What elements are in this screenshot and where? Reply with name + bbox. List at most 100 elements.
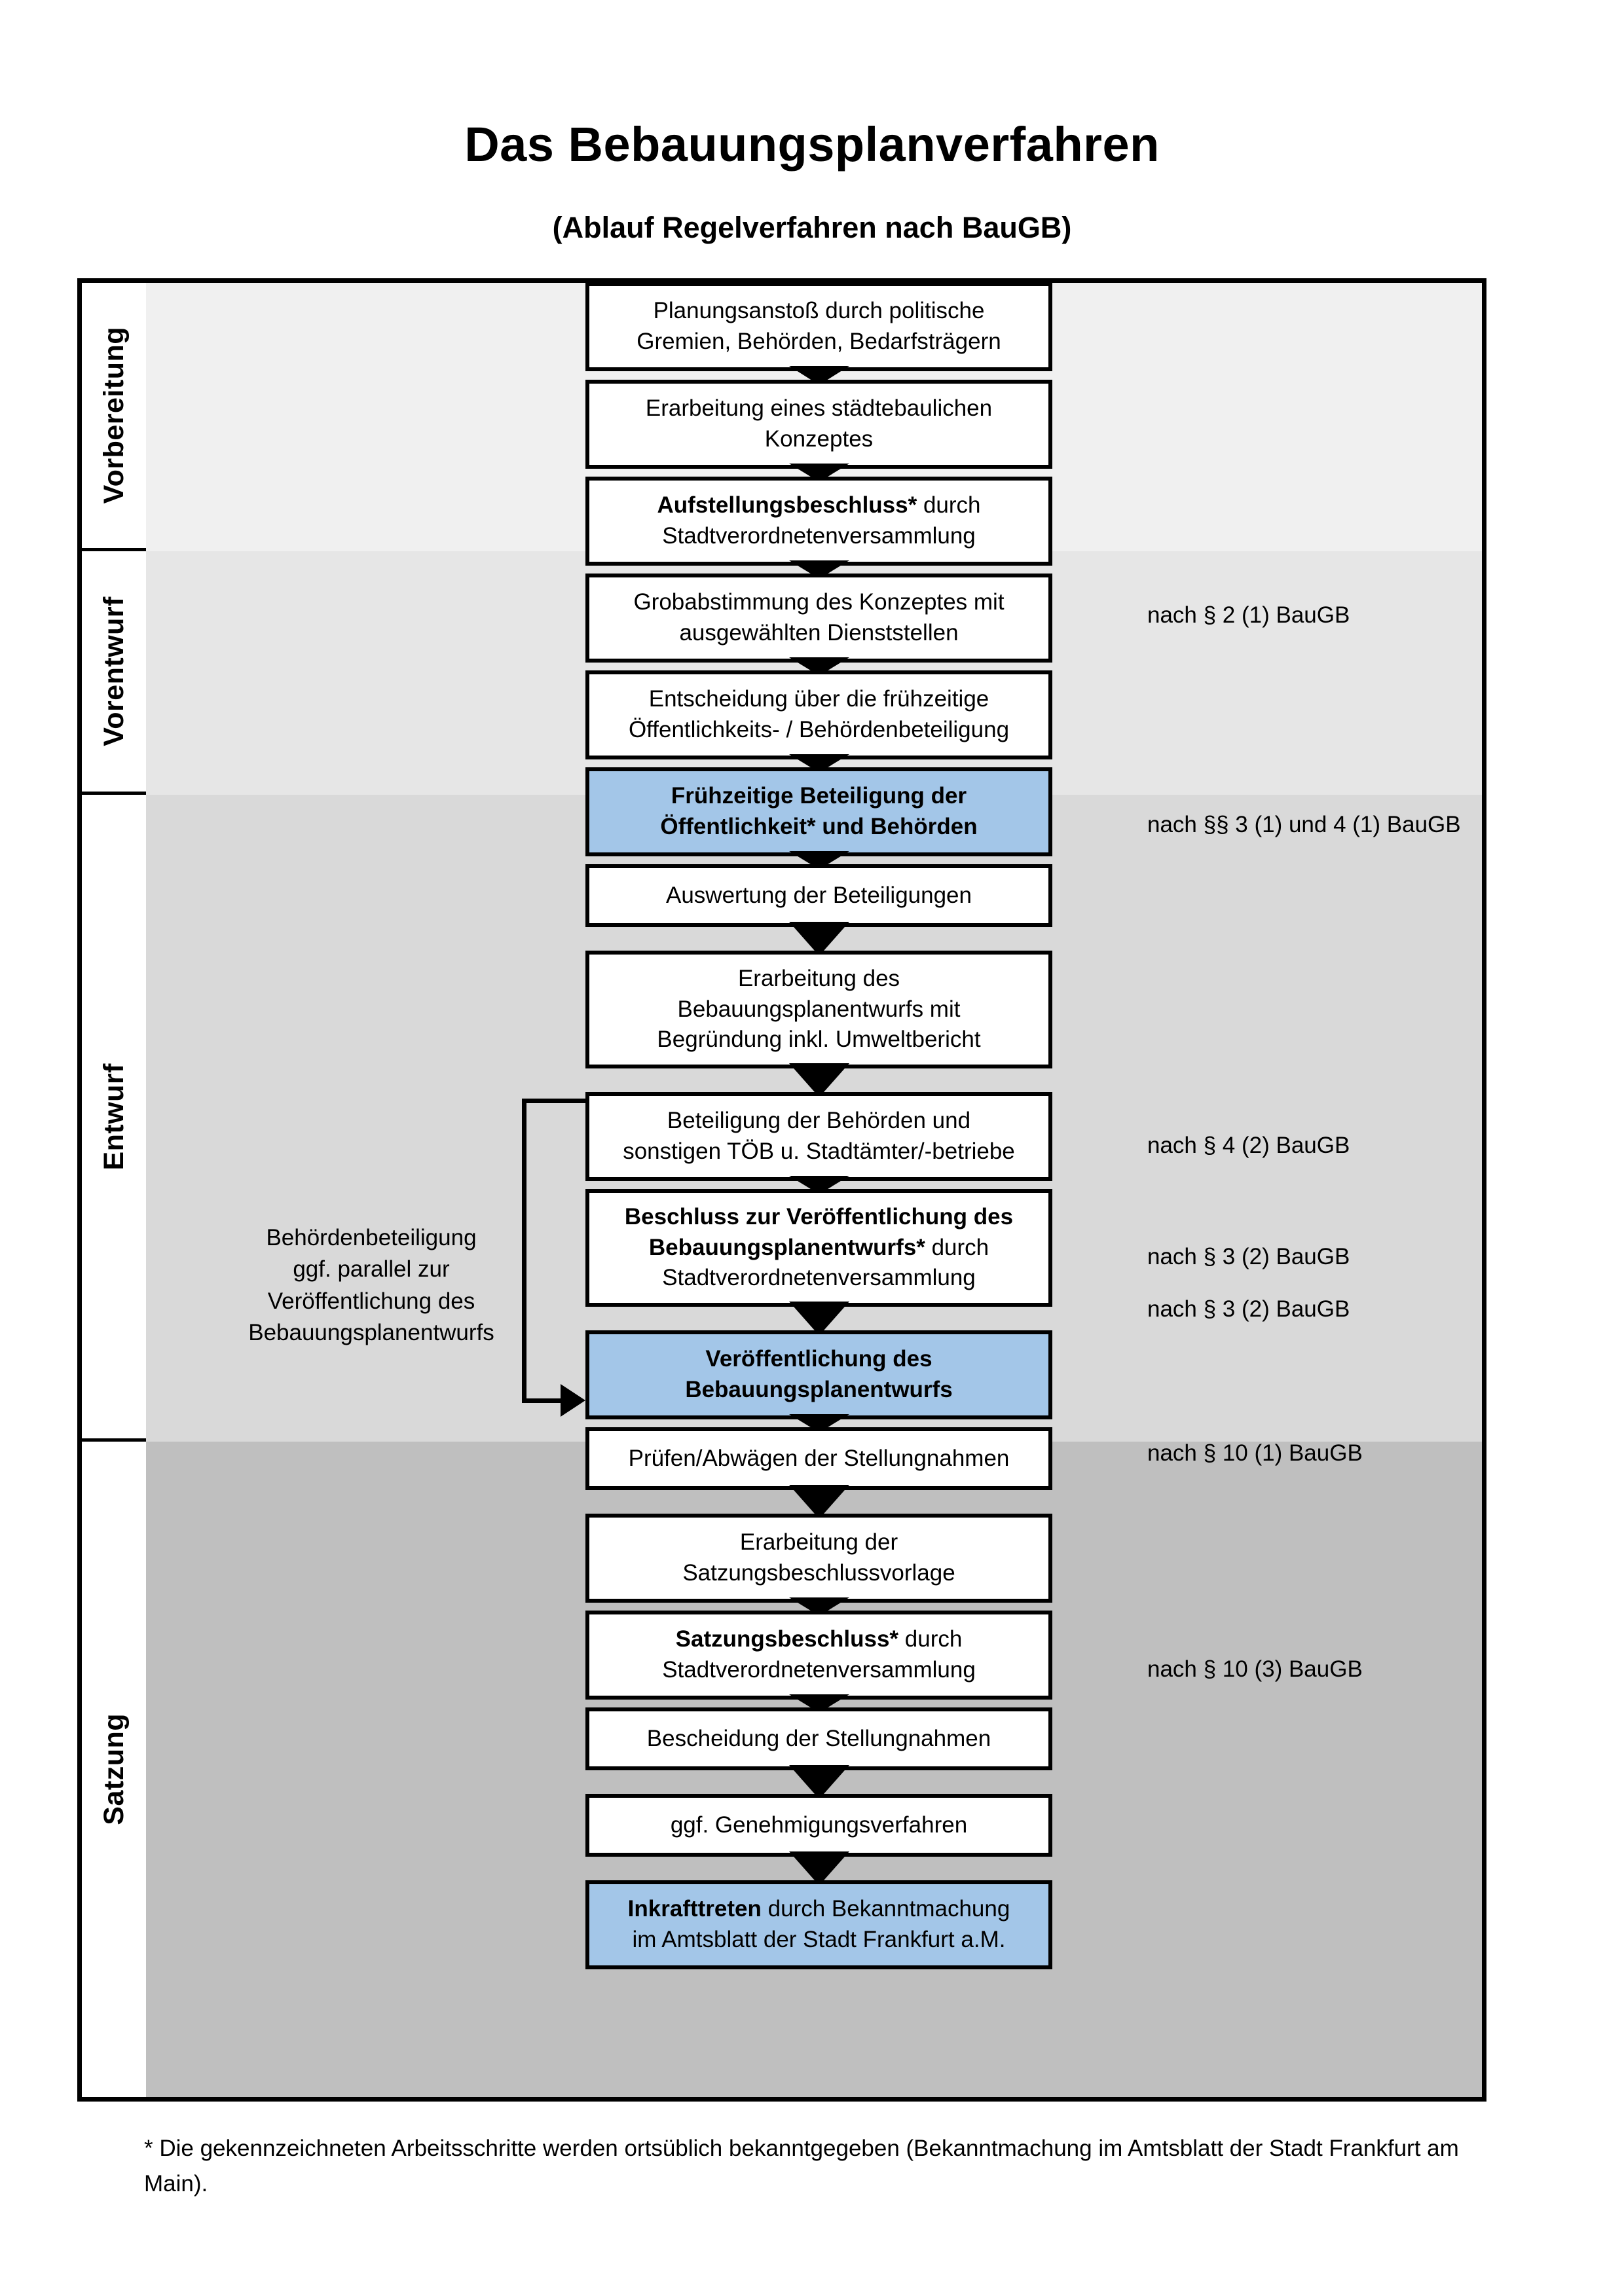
process-box-line: Auswertung der Beteiligungen	[666, 882, 972, 908]
process-box-line: Öffentlichkeits- / Behördenbeteiligung	[628, 717, 1010, 742]
side-note-line: Behördenbeteiligung	[266, 1225, 477, 1250]
process-box-text: Auswertung der Beteiligungen	[666, 881, 972, 911]
side-note-line: Bebauungsplanentwurfs	[248, 1319, 494, 1345]
process-box-text: Prüfen/Abwägen der Stellungnahmen	[629, 1444, 1010, 1474]
footnote: * Die gekennzeichneten Arbeitsschritte w…	[144, 2136, 1459, 2197]
process-box-line: Aufstellungsbeschluss* durch	[657, 492, 981, 519]
process-box-line: Beschluss zur Veröffentlichung des	[624, 1204, 1014, 1230]
process-box-line: Veröffentlichung des	[705, 1346, 932, 1372]
process-box-line: Begründung inkl. Umweltbericht	[657, 1027, 981, 1053]
phase-cell-satzung: Satzung	[82, 1442, 146, 2097]
legal-note-l2: nach §§ 3 (1) und 4 (1) BauGB	[1147, 812, 1461, 837]
legal-note-l7: nach § 10 (3) BauGB	[1147, 1656, 1363, 1682]
process-box-s7[interactable]: Auswertung der Beteiligungen	[585, 864, 1052, 927]
process-box-text: Inkrafttreten durch Bekanntmachung im Amt…	[628, 1894, 1010, 1955]
loop-arrow-vertical-segment	[522, 1099, 526, 1403]
phase-label-entwurf: Entwurf	[98, 1063, 130, 1171]
process-box-line: Frühzeitige Beteiligung der	[671, 783, 967, 809]
process-box-line: Öffentlichkeit* und Behörden	[660, 814, 978, 839]
loop-arrow-top-segment	[522, 1099, 585, 1103]
process-box-line: Bescheidung der Stellungnahmen	[646, 1725, 991, 1751]
process-box-line: Erarbeitung der	[739, 1529, 898, 1556]
process-box-s15[interactable]: Bescheidung der Stellungnahmen	[585, 1707, 1052, 1770]
process-box-text: Beteiligung der Behörden und sonstigen TÖ…	[623, 1106, 1015, 1167]
process-box-line: ausgewählten Dienststellen	[679, 620, 959, 646]
process-box-line: sonstigen TÖB u. Stadtämter/-betriebe	[623, 1139, 1015, 1164]
process-box-line: Bebauungsplanentwurfs	[685, 1377, 953, 1402]
process-box-line: ggf. Genehmigungsverfahren	[670, 1812, 968, 1838]
process-box-line: Grobabstimmung des Konzeptes mit	[633, 589, 1005, 615]
process-box-text: Grobabstimmung des Konzeptes mit ausgewäh…	[633, 587, 1004, 648]
phase-cell-entwurf: Entwurf	[82, 795, 146, 1442]
process-box-line: Inkrafttreten durch Bekanntmachung	[627, 1896, 1010, 1922]
process-box-line: Konzeptes	[764, 426, 874, 452]
process-box-line: Gremien, Behörden, Bedarfsträgern	[637, 329, 1001, 354]
flow-arrow-down	[788, 1765, 849, 1799]
process-box-s17[interactable]: Inkrafttreten durch Bekanntmachung im Amt…	[585, 1880, 1052, 1969]
legal-note-l3: nach § 4 (2) BauGB	[1147, 1133, 1350, 1158]
process-box-s12[interactable]: Prüfen/Abwägen der Stellungnahmen	[585, 1427, 1052, 1490]
phase-cell-vorbereitung: Vorbereitung	[82, 283, 146, 551]
process-box-line: Planungsanstoß durch politische	[653, 298, 985, 324]
process-box-line: Bebauungsplanentwurfs* durch	[648, 1234, 989, 1260]
loop-arrow-head	[561, 1384, 585, 1417]
process-box-line: Entscheidung über die frühzeitige	[648, 686, 989, 712]
process-box-s4[interactable]: Grobabstimmung des Konzeptes mit ausgewäh…	[585, 574, 1052, 663]
process-box-line: Erarbeitung eines städtebaulichen	[645, 395, 993, 422]
phase-cell-vorentwurf: Vorentwurf	[82, 551, 146, 795]
side-note-line: ggf. parallel zur	[293, 1256, 450, 1283]
legal-note-l6: nach § 10 (1) BauGB	[1147, 1440, 1363, 1466]
phase-label-vorentwurf: Vorentwurf	[98, 596, 130, 746]
page-title: Das Bebauungsplanverfahren	[464, 117, 1160, 172]
flow-arrow-down	[788, 1485, 849, 1519]
process-box-line: Beteiligung der Behörden und	[667, 1108, 971, 1134]
legal-note-l5: nach § 3 (2) BauGB	[1147, 1296, 1350, 1322]
process-box-line: Stadtverordnetenversammlung	[662, 523, 976, 549]
page-subtitle: (Ablauf Regelverfahren nach BauGB)	[552, 211, 1072, 244]
flow-arrow-down	[788, 1302, 849, 1336]
side-note-line: Veröffentlichung des	[267, 1288, 475, 1314]
loop-arrow-bottom-segment	[522, 1398, 561, 1403]
process-box-line: Stadtverordnetenversammlung	[662, 1265, 976, 1291]
phase-label-vorbereitung: Vorbereitung	[98, 327, 130, 504]
process-box-line: Erarbeitung des	[737, 966, 900, 992]
process-box-s9[interactable]: Beteiligung der Behörden und sonstigen TÖ…	[585, 1092, 1052, 1181]
process-box-line: Prüfen/Abwägen der Stellungnahmen	[628, 1445, 1010, 1471]
phase-label-satzung: Satzung	[98, 1713, 130, 1825]
process-box-line: Satzungsbeschlussvorlage	[682, 1560, 955, 1586]
process-box-s16[interactable]: ggf. Genehmigungsverfahren	[585, 1794, 1052, 1857]
flow-arrow-down	[788, 1063, 849, 1097]
flow-arrow-down	[788, 1851, 849, 1886]
process-box-text: ggf. Genehmigungsverfahren	[671, 1810, 967, 1841]
legal-note-l1: nach § 2 (1) BauGB	[1147, 602, 1350, 628]
legal-note-l4: nach § 3 (2) BauGB	[1147, 1244, 1350, 1269]
flow-arrow-down	[788, 922, 849, 956]
process-box-line: im Amtsblatt der Stadt Frankfurt a.M.	[632, 1927, 1006, 1952]
process-box-text: Bescheidung der Stellungnahmen	[647, 1724, 991, 1755]
process-box-line: Bebauungsplanentwurfs mit	[677, 996, 961, 1022]
